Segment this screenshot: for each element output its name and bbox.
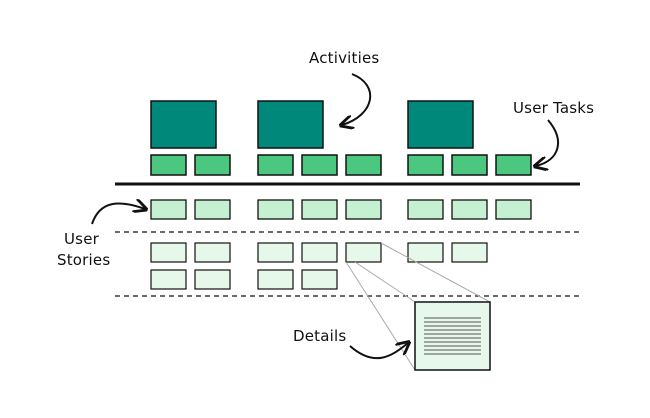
story-box [495,199,532,220]
task-box [495,154,532,176]
user-tasks-arrow [536,119,559,166]
story-box [257,269,294,290]
story-box [301,242,338,263]
task-box [407,154,444,176]
story-box [407,242,444,263]
activities-label: Activities [309,49,379,67]
activities-arrow [342,73,372,125]
story-box [407,199,444,220]
task-box [301,154,338,176]
details-label: Details [293,327,346,345]
story-box [194,269,231,290]
activity-box [150,100,217,149]
story-box [257,242,294,263]
story-box [257,199,294,220]
story-box [150,242,187,263]
user-tasks-label: User Tasks [513,99,594,117]
stories-row-1 [150,199,532,220]
activity-box [407,100,474,149]
story-box [150,269,187,290]
story-box [301,199,338,220]
story-box [345,242,382,263]
task-box [194,154,231,176]
story-box [150,199,187,220]
stories-row-3 [150,269,338,290]
details-arrow [349,343,408,360]
task-box [150,154,187,176]
details-card [414,301,491,371]
user-tasks-row [150,154,532,176]
story-box [451,199,488,220]
story-box [194,199,231,220]
stories-row-2 [150,242,488,263]
task-box [345,154,382,176]
story-box [451,242,488,263]
details-text-lines [424,317,481,355]
story-box [301,269,338,290]
task-box [451,154,488,176]
story-box [345,199,382,220]
user-stories-label-line1: User [64,230,100,248]
user-stories-arrow [91,203,145,225]
story-box [194,242,231,263]
activities-row [150,100,474,149]
user-stories-label-line2: Stories [57,251,110,269]
task-box [257,154,294,176]
activity-box [257,100,324,149]
